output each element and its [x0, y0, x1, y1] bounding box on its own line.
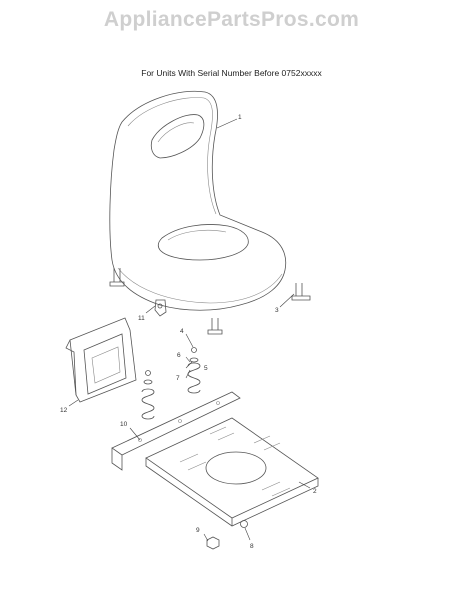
spring-assembly[interactable] — [141, 347, 201, 420]
callout-9: 9 — [196, 527, 200, 534]
callout-6: 6 — [177, 352, 181, 359]
leader-lines — [68, 118, 311, 542]
bolt-nut-part[interactable] — [206, 520, 248, 550]
callout-1: 1 — [238, 114, 242, 121]
callout-10: 10 — [120, 421, 128, 428]
callout-7: 7 — [176, 375, 180, 382]
seat-bracket-part[interactable] — [65, 317, 137, 403]
seat-rail-part[interactable] — [111, 391, 241, 471]
callout-5: 5 — [204, 365, 208, 372]
callout-12: 12 — [60, 407, 68, 414]
clip-part[interactable] — [154, 299, 167, 317]
callout-2: 2 — [313, 488, 317, 495]
watermark-logo: AppliancePartsPros.com — [103, 8, 360, 31]
seat-pan-part[interactable] — [145, 417, 319, 527]
callout-4: 4 — [180, 328, 184, 335]
callout-8: 8 — [250, 543, 254, 550]
callout-11: 11 — [138, 315, 145, 322]
diagram-subtitle: For Units With Serial Number Before 0752… — [141, 68, 322, 78]
callout-3: 3 — [275, 307, 279, 314]
seat-part[interactable] — [109, 90, 311, 335]
callout-labels: 1 2 3 4 5 6 7 8 9 10 11 12 — [60, 114, 317, 550]
